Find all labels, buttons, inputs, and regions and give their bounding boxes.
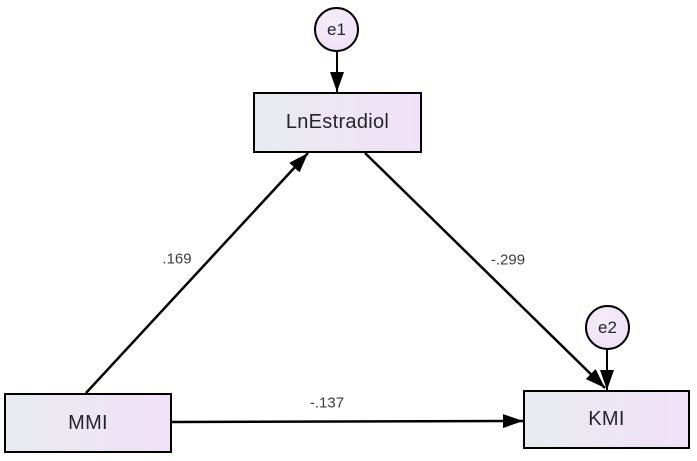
variable-node-kmi: KMI — [523, 390, 690, 449]
coefficient-mmi-to-kmi: -.137 — [309, 394, 345, 412]
variable-label-lnestradiol: LnEstradiol — [285, 111, 390, 133]
error-term-label-e1: e1 — [327, 19, 346, 39]
coefficient-lnestradiol-to-kmi: -.299 — [490, 251, 526, 269]
error-term-label-e2: e2 — [598, 317, 617, 337]
path-lnestradiol-to-kmi — [364, 152, 606, 389]
variable-label-kmi: KMI — [588, 408, 625, 430]
variable-label-mmi: MMI — [68, 411, 108, 434]
path-mmi-to-lnestradiol — [85, 152, 309, 394]
variable-node-mmi: MMI — [4, 393, 172, 453]
error-term-node-e1: e1 — [314, 7, 359, 52]
error-term-node-e2: e2 — [585, 305, 630, 350]
coefficient-mmi-to-lnestradiol: .169 — [162, 250, 192, 268]
path-mmi-to-kmi — [171, 414, 524, 429]
variable-node-lnestradiol: LnEstradiol — [253, 92, 422, 153]
